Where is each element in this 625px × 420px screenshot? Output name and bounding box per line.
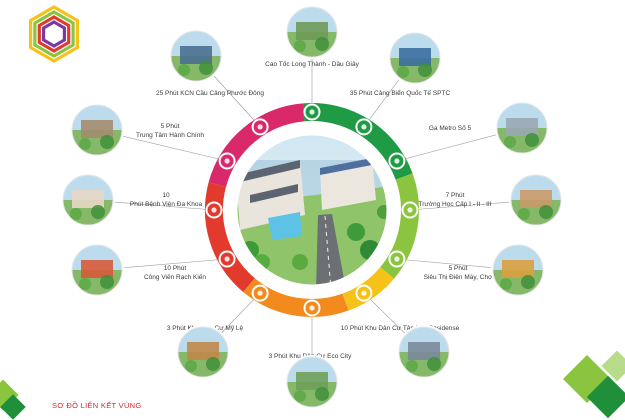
eco-city-photo-icon [285, 355, 339, 409]
ring-node-sptc-port [355, 118, 373, 136]
destination-label-supermarket: Siêu Thị Điện Máy, Chợ [424, 274, 493, 281]
industrial-port-photo-icon [169, 29, 223, 83]
my-le-residence-photo-icon [176, 325, 230, 379]
ring-node-kcn [251, 118, 269, 136]
green-squares-decoration-right [562, 350, 625, 419]
destination-label-admin-center: 5 Phút [161, 123, 180, 130]
ring-node-supermarket [388, 250, 406, 268]
destination-label-supermarket: 5 Phút [449, 265, 468, 272]
project-aerial-render [232, 130, 392, 290]
destination-label-park: Công Viên Rạch Kiến [144, 272, 206, 281]
ring-node-hospital [205, 201, 223, 219]
school-photo-icon [509, 173, 563, 227]
admin-center-photo-icon [70, 103, 124, 157]
ring-segment [208, 103, 305, 188]
highway-photo-icon [285, 5, 339, 59]
park-photo-icon [70, 243, 124, 297]
green-squares-decoration-left [0, 379, 26, 420]
destination-label-hospital: Phút Bệnh Viện Đa Khoa [130, 201, 203, 208]
destination-label-sptc-port: 35 Phút Cảng Biển Quốc Tế SPTC [350, 88, 451, 97]
destination-label-highway: Cao Tốc Long Thành - Dầu Giây [265, 59, 359, 68]
destination-label-admin-center: Trung Tâm Hành Chính [136, 132, 204, 139]
destination-label-metro: Ga Metro Số 5 [429, 123, 472, 132]
ring-node-highway [303, 103, 321, 121]
tan-lan-residence-photo-icon [397, 325, 451, 379]
hospital-photo-icon [61, 173, 115, 227]
ring-node-park [218, 250, 236, 268]
metro-station-photo-icon [495, 101, 549, 155]
ring-segment [204, 182, 255, 292]
hexagon-logo-icon [29, 5, 80, 63]
diagram-title: SƠ ĐỒ LIÊN KẾT VÙNG [52, 401, 142, 410]
ring-node-my-le [251, 284, 269, 302]
destination-label-park: 10 Phút [164, 265, 187, 272]
ring-node-eco-city [303, 299, 321, 317]
destination-label-tan-lan: 10 Phút Khu Dân Cư Tân Lân Residense [341, 325, 460, 332]
ring-node-tan-lan [355, 284, 373, 302]
destination-label-school: 7 Phút [446, 192, 465, 199]
ring-node-metro [388, 152, 406, 170]
supermarket-photo-icon [491, 243, 545, 297]
destination-label-school: Trường Học Cấp I - II - III [418, 199, 491, 208]
ring-node-admin-center [218, 152, 236, 170]
destination-label-kcn: 25 Phút KCN Cầu Cảng Phước Đông [156, 88, 264, 97]
ring-node-school [401, 201, 419, 219]
seaport-photo-icon [388, 31, 442, 85]
destination-label-hospital: 10 [162, 192, 170, 199]
